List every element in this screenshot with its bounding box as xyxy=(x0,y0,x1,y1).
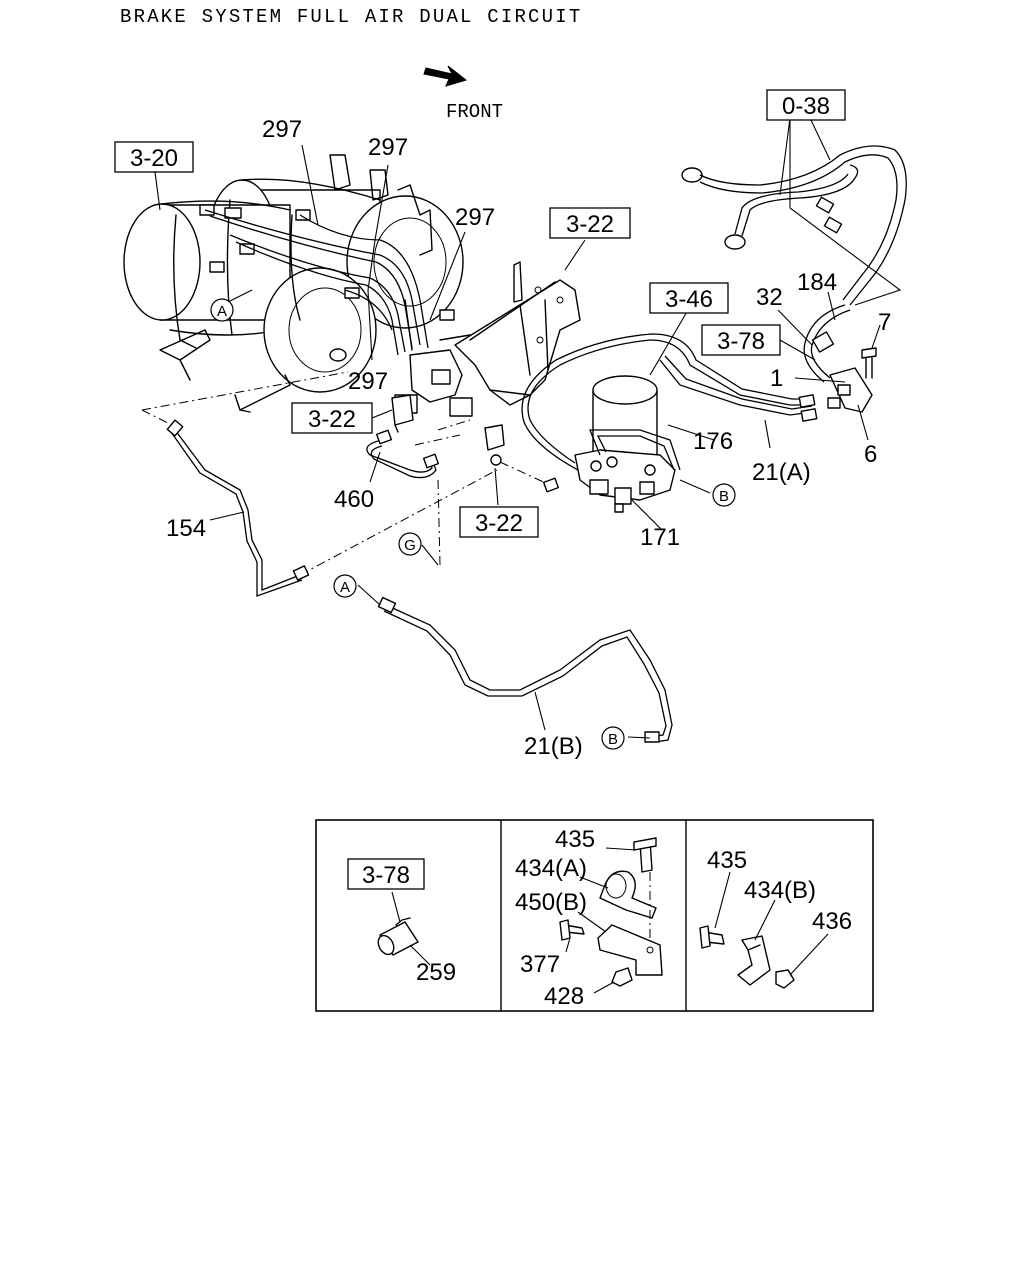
svg-text:B: B xyxy=(608,731,618,748)
svg-text:G: G xyxy=(404,537,416,554)
svg-text:3-20: 3-20 xyxy=(130,145,178,172)
bracket-3-22-bottom xyxy=(484,424,505,466)
ref-box-hose-top: 0-38 xyxy=(766,89,846,121)
svg-text:3-22: 3-22 xyxy=(566,211,614,238)
centre-lines xyxy=(141,371,551,576)
label-450b: 450(B) xyxy=(515,889,587,916)
label-436: 436 xyxy=(812,908,852,935)
svg-text:0-38: 0-38 xyxy=(782,93,830,120)
marker-g: G xyxy=(398,532,422,556)
label-32: 32 xyxy=(756,284,783,311)
g-leader xyxy=(421,544,439,566)
label-171: 171 xyxy=(640,524,680,551)
marker-a-tank: A xyxy=(210,298,234,322)
label-259: 259 xyxy=(416,959,456,986)
svg-text:3-22: 3-22 xyxy=(308,406,356,433)
label-434a: 434(A) xyxy=(515,855,587,882)
label-460: 460 xyxy=(334,486,374,513)
air-tank-assembly xyxy=(123,178,464,413)
ref-box-dryer: 3-46 xyxy=(649,282,729,314)
hose-0-38 xyxy=(681,145,907,306)
leader-lines xyxy=(154,117,902,739)
label-428: 428 xyxy=(544,983,584,1010)
label-7: 7 xyxy=(878,309,891,336)
clamp-434a-assembly xyxy=(559,837,663,994)
svg-text:3-78: 3-78 xyxy=(362,862,410,889)
svg-text:3-46: 3-46 xyxy=(665,286,713,313)
ref-box-inset-fitting: 3-78 xyxy=(347,858,425,890)
tube-460 xyxy=(366,429,440,479)
svg-text:A: A xyxy=(340,579,350,596)
label-435-mid: 435 xyxy=(555,826,595,853)
dryer-tubes xyxy=(521,333,818,493)
label-1: 1 xyxy=(770,365,783,392)
marker-a-pipe: A xyxy=(333,574,357,598)
label-184: 184 xyxy=(797,269,837,296)
ref-box-tank: 3-20 xyxy=(114,141,194,173)
tank-tube-bundle xyxy=(204,209,429,356)
svg-text:B: B xyxy=(719,488,729,505)
label-434b: 434(B) xyxy=(744,877,816,904)
air-dryer xyxy=(574,375,676,513)
diagram-title: BRAKE SYSTEM FULL AIR DUAL CIRCUIT xyxy=(120,6,582,28)
svg-text:A: A xyxy=(217,303,227,320)
label-297-d: 297 xyxy=(348,368,388,395)
label-6: 6 xyxy=(864,441,877,468)
ref-box-bracket-top: 3-22 xyxy=(549,207,631,239)
label-297-a: 297 xyxy=(262,116,302,143)
valve-block xyxy=(394,299,473,417)
marker-b-dryer: B xyxy=(712,483,736,507)
label-21a: 21(A) xyxy=(752,459,811,486)
svg-text:3-78: 3-78 xyxy=(717,328,765,355)
front-label: FRONT xyxy=(446,101,503,123)
fitting-259 xyxy=(377,891,431,966)
ref-box-bracket-left: 3-22 xyxy=(291,402,373,434)
bracket-3-22-top xyxy=(454,279,581,406)
svg-text:3-22: 3-22 xyxy=(475,510,523,537)
label-154: 154 xyxy=(166,515,206,542)
tube-154 xyxy=(166,419,310,597)
front-arrow-icon xyxy=(423,65,468,87)
right-valve-bracket xyxy=(803,304,877,413)
label-435-right: 435 xyxy=(707,847,747,874)
ref-box-fitting: 3-78 xyxy=(701,324,781,356)
label-297-c: 297 xyxy=(455,204,495,231)
frame-bracket xyxy=(329,154,523,303)
clip-434b-assembly xyxy=(699,871,829,989)
label-377: 377 xyxy=(520,951,560,978)
label-21b: 21(B) xyxy=(524,733,583,760)
tube-21b xyxy=(377,596,673,743)
bracket-3-22-left xyxy=(391,394,414,433)
ref-box-bracket-bottom: 3-22 xyxy=(459,506,539,538)
label-176: 176 xyxy=(693,428,733,455)
marker-b-pipe: B xyxy=(601,726,625,750)
label-297-b: 297 xyxy=(368,134,408,161)
